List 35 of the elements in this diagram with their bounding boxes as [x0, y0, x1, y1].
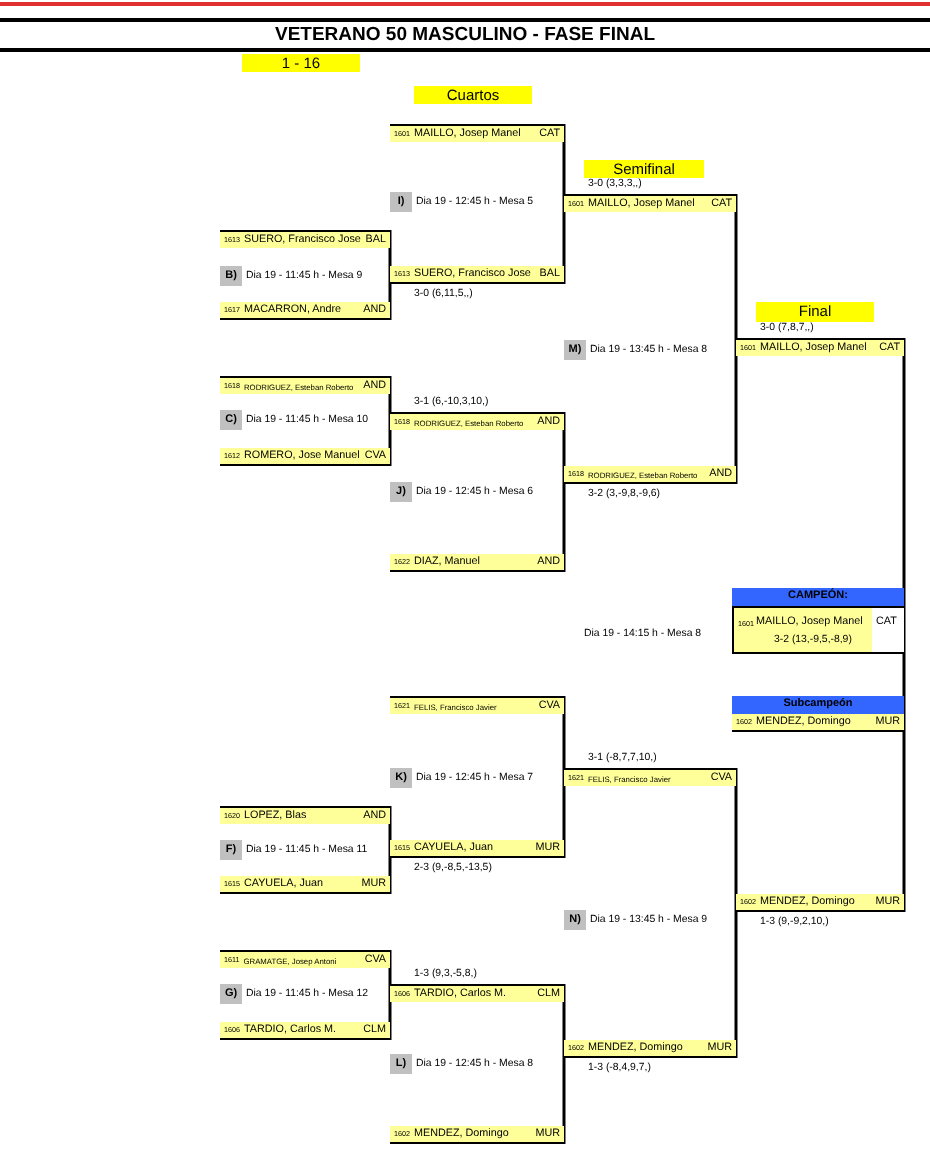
player-slot	[390, 840, 564, 858]
player-slot	[390, 696, 564, 714]
player-slot	[390, 412, 564, 430]
bracket-line	[388, 230, 392, 277]
player-slot	[736, 894, 904, 912]
player-slot	[564, 1040, 736, 1058]
player-slot	[564, 768, 736, 786]
bracket-line	[388, 376, 392, 423]
bracket-line	[734, 768, 738, 905]
player-slot	[220, 876, 390, 894]
bracket-line	[562, 124, 566, 205]
player-slot	[390, 1126, 564, 1144]
player-slot	[564, 466, 736, 484]
player-slot	[390, 984, 564, 1002]
player-slot	[736, 338, 904, 356]
player-slot	[220, 376, 390, 394]
bracket-line	[562, 696, 566, 779]
bracket-line	[388, 806, 392, 851]
player-slot	[390, 266, 564, 284]
player-slot	[220, 230, 390, 248]
player-slot	[220, 302, 390, 320]
player-slot	[220, 806, 390, 824]
player-slot	[564, 194, 736, 212]
champion-box	[732, 606, 904, 654]
bracket-line	[734, 194, 738, 349]
player-slot	[220, 950, 390, 968]
player-slot	[220, 448, 390, 466]
player-slot	[390, 554, 564, 572]
player-slot	[390, 124, 564, 142]
bracket-line	[562, 412, 566, 477]
player-slot	[732, 714, 904, 732]
bracket-line	[562, 984, 566, 1051]
title-bar: VETERANO 50 MASCULINO - FASE FINAL	[0, 18, 930, 52]
bracket-line	[388, 950, 392, 995]
player-slot	[220, 1022, 390, 1040]
